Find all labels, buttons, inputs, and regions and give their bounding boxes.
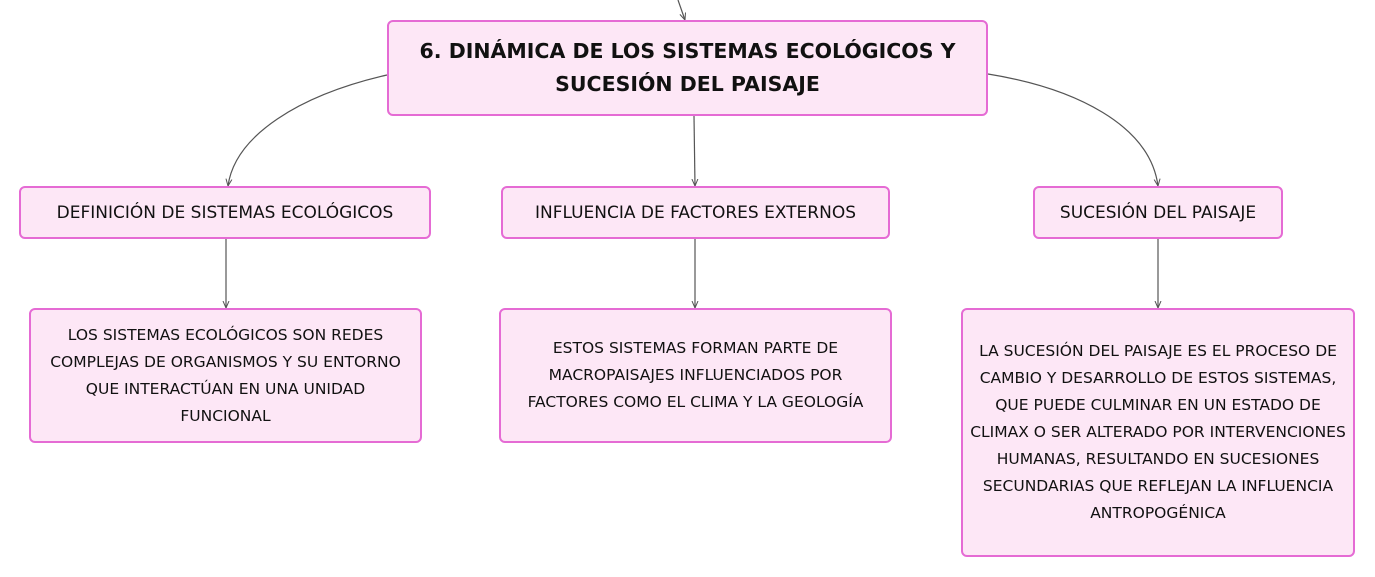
- connector-parent-to-root: [677, 0, 685, 20]
- detail-node-definicion[interactable]: LOS SISTEMAS ECOLÓGICOS SON REDES COMPLE…: [29, 308, 422, 443]
- connector-root-to-sucesion: [987, 73, 1158, 186]
- connector-root-to-influencia: [694, 115, 695, 186]
- connector-root-to-definicion: [228, 74, 388, 186]
- detail-text-influencia: ESTOS SISTEMAS FORMAN PARTE DE MACROPAIS…: [527, 339, 864, 411]
- branch-node-sucesion[interactable]: SUCESIÓN DEL PAISAJE: [1033, 186, 1283, 239]
- branch-label-influencia: INFLUENCIA DE FACTORES EXTERNOS: [534, 202, 857, 223]
- detail-text-sucesion: LA SUCESIÓN DEL PAISAJE ES EL PROCESO DE…: [970, 342, 1346, 522]
- root-topic-node[interactable]: 6. DINÁMICA DE LOS SISTEMAS ECOLÓGICOS Y…: [387, 20, 988, 116]
- branch-label-definicion: DEFINICIÓN DE SISTEMAS ECOLÓGICOS: [56, 202, 394, 223]
- detail-node-influencia[interactable]: ESTOS SISTEMAS FORMAN PARTE DE MACROPAIS…: [499, 308, 892, 443]
- root-topic-text: 6. DINÁMICA DE LOS SISTEMAS ECOLÓGICOS Y…: [419, 39, 956, 96]
- branch-label-sucesion: SUCESIÓN DEL PAISAJE: [1059, 202, 1257, 223]
- branch-node-definicion[interactable]: DEFINICIÓN DE SISTEMAS ECOLÓGICOS: [19, 186, 431, 239]
- detail-node-sucesion[interactable]: LA SUCESIÓN DEL PAISAJE ES EL PROCESO DE…: [961, 308, 1355, 557]
- branch-node-influencia[interactable]: INFLUENCIA DE FACTORES EXTERNOS: [501, 186, 890, 239]
- detail-text-definicion: LOS SISTEMAS ECOLÓGICOS SON REDES COMPLE…: [50, 325, 401, 425]
